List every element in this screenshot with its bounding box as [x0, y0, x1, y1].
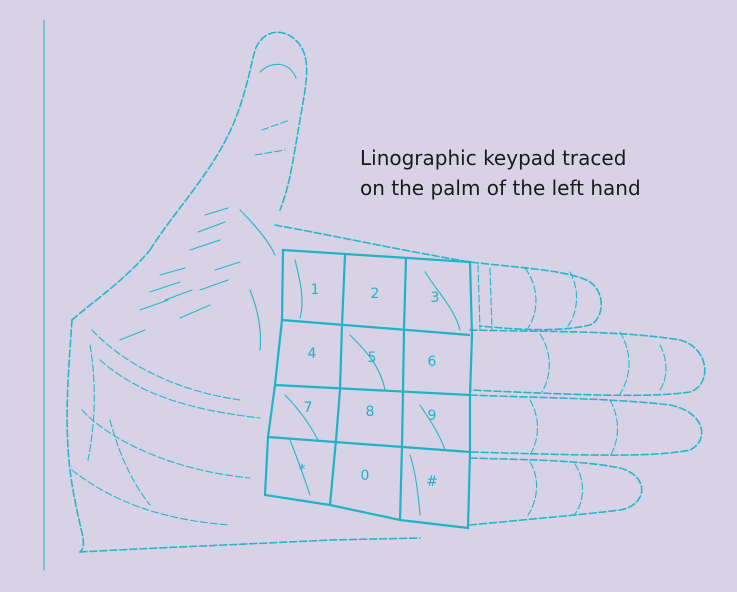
key-4: 4 — [308, 346, 317, 362]
caption-line-2: on the palm of the left hand — [360, 173, 720, 203]
key-1: 1 — [311, 282, 320, 298]
key-6: 6 — [428, 354, 437, 370]
thumb-outline — [150, 32, 307, 250]
key-0: 0 — [361, 468, 370, 484]
key-8: 8 — [366, 404, 375, 420]
key-2: 2 — [371, 286, 380, 302]
key-7: 7 — [304, 400, 313, 416]
keypad-keys: 1 2 3 4 5 6 7 8 9 * 0 # — [299, 282, 440, 490]
palm-creases — [120, 208, 275, 350]
key-3: 3 — [431, 290, 440, 306]
figure-caption: Linographic keypad traced on the palm of… — [360, 143, 720, 203]
keypad-grid — [265, 250, 472, 528]
key-hash: # — [426, 474, 438, 490]
key-5: 5 — [368, 350, 377, 366]
palm-outline — [67, 250, 420, 552]
key-star: * — [299, 462, 306, 478]
key-9: 9 — [428, 408, 437, 424]
caption-line-1: Linographic keypad traced — [360, 143, 720, 173]
